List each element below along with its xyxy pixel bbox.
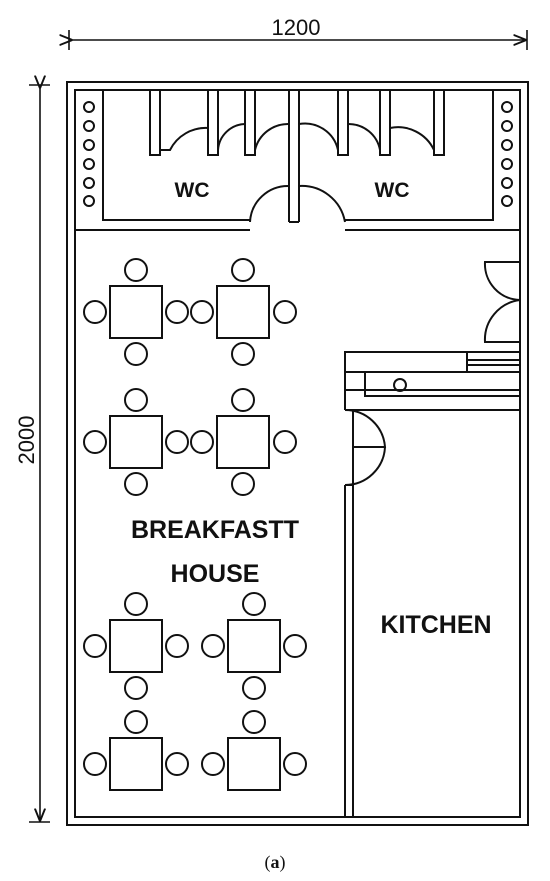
breakfast-house-label-line2: HOUSE (171, 560, 260, 588)
table (109, 619, 163, 673)
chair (165, 634, 189, 658)
chair (124, 472, 148, 496)
breakfast-house-label-line1: BREAKFASTT (131, 516, 299, 544)
table (109, 415, 163, 469)
width-dimension-label: 1200 (272, 15, 321, 40)
chair (231, 342, 255, 366)
chair (283, 752, 307, 776)
wc-right-label: WC (375, 179, 410, 202)
chair (190, 300, 214, 324)
walls (66, 81, 529, 826)
chair (83, 430, 107, 454)
chair (231, 472, 255, 496)
chair (201, 752, 225, 776)
chair (83, 300, 107, 324)
table (109, 737, 163, 791)
chair (124, 388, 148, 412)
figure-caption: (a) (264, 852, 286, 872)
chair (124, 676, 148, 700)
chair (83, 634, 107, 658)
chair (83, 752, 107, 776)
wc-left-label: WC (175, 179, 210, 202)
table (227, 619, 281, 673)
chair (242, 676, 266, 700)
table (227, 737, 281, 791)
chair (242, 710, 266, 734)
chair (283, 634, 307, 658)
chair (124, 592, 148, 616)
chair (165, 752, 189, 776)
chair (273, 300, 297, 324)
chair (165, 300, 189, 324)
chair (124, 258, 148, 282)
chair (231, 388, 255, 412)
chair (165, 430, 189, 454)
table (216, 285, 270, 339)
dining-tables (83, 258, 307, 791)
kitchen-label: KITCHEN (380, 611, 491, 639)
height-dimension (29, 85, 50, 823)
sink-icon (393, 378, 407, 392)
wc-stalls (149, 90, 445, 223)
chair (201, 634, 225, 658)
width-dimension (69, 30, 528, 50)
table (109, 285, 163, 339)
height-dimension-label: 2000 (14, 416, 39, 465)
chair (242, 592, 266, 616)
wc-fixtures-left (83, 101, 95, 207)
chair (124, 710, 148, 734)
side-door (483, 261, 521, 343)
kitchen-door (344, 408, 387, 487)
chair (273, 430, 297, 454)
chair (190, 430, 214, 454)
floor-plan: 1200 2000 (14, 15, 529, 826)
chair (231, 258, 255, 282)
table (216, 415, 270, 469)
chair (124, 342, 148, 366)
wc-fixtures-right (501, 101, 513, 207)
